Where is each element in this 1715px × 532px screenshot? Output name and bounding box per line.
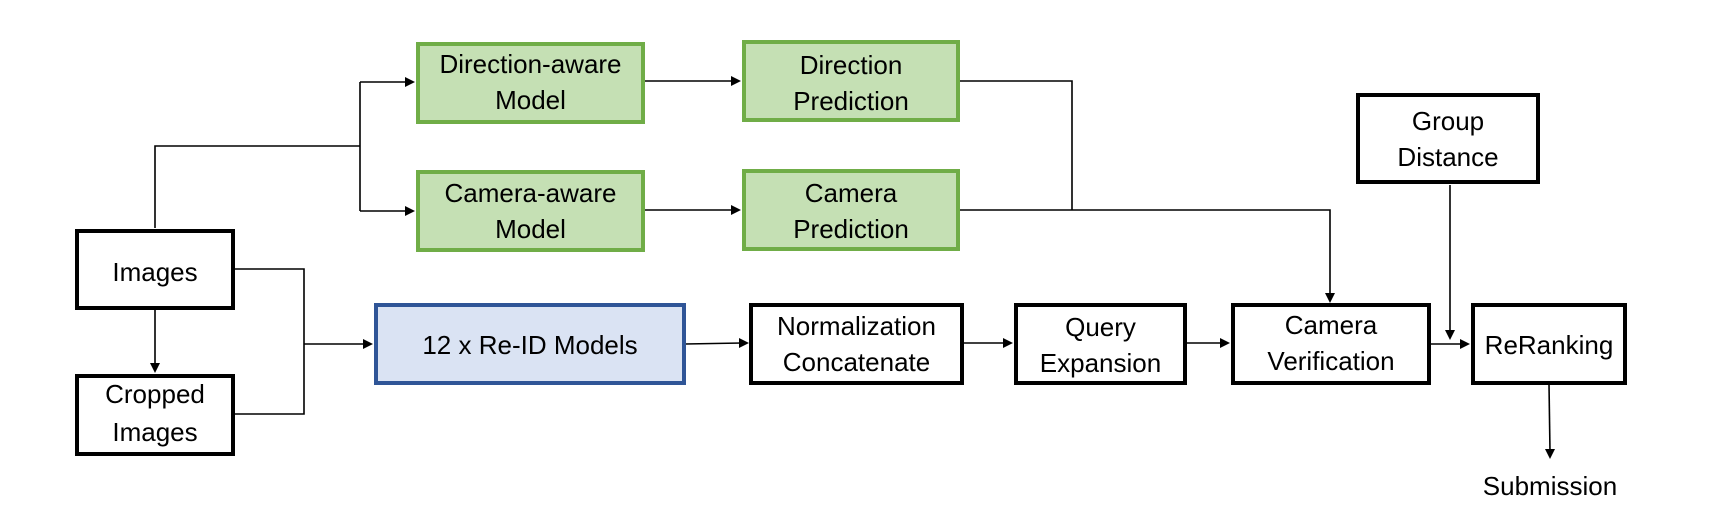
cropped-images-box (75, 374, 235, 456)
camera-verification-line-2: Verification (1267, 346, 1394, 376)
arrowhead-normalization (739, 338, 749, 348)
query-expansion-line-1: Query (1065, 312, 1136, 342)
camera-verification-box (1231, 303, 1431, 385)
normalization-line-1: Normalization (777, 311, 936, 341)
node-reid-models: 12 x Re-ID Models (374, 303, 686, 385)
images-box (75, 229, 235, 310)
images-label: Images (112, 257, 197, 287)
edge-direction-prediction-to-merge (958, 80, 1073, 210)
camera-aware-model-line-1: Camera-aware (445, 178, 617, 208)
camera-prediction-box (742, 169, 960, 251)
diagram-edges (150, 76, 1555, 459)
cropped-images-line-1: Cropped (105, 379, 205, 409)
arrowhead-direction-model (405, 77, 415, 87)
camera-aware-model-line-2: Model (495, 214, 566, 244)
arrowhead-submission (1545, 449, 1555, 459)
reid-models-label: 12 x Re-ID Models (422, 330, 637, 360)
node-camera-prediction: Camera Prediction (742, 169, 960, 251)
direction-aware-model-box (416, 42, 645, 124)
node-normalization-concatenate: Normalization Concatenate (749, 303, 964, 385)
node-query-expansion: Query Expansion (1014, 303, 1187, 385)
cropped-images-line-2: Images (112, 417, 197, 447)
camera-prediction-line-2: Prediction (793, 214, 909, 244)
direction-aware-model-line-2: Model (495, 85, 566, 115)
arrowhead-camera-prediction (731, 205, 741, 215)
node-cropped-images: Cropped Images (75, 374, 235, 456)
arrowhead-group-distance (1445, 330, 1455, 340)
camera-verification-line-1: Camera (1285, 310, 1378, 340)
node-group-distance: Group Distance (1356, 93, 1540, 184)
group-distance-box (1356, 93, 1540, 184)
node-camera-aware-model: Camera-aware Model (416, 170, 645, 252)
arrowhead-verification-from-query (1220, 338, 1230, 348)
arrowhead-direction-prediction (731, 76, 741, 86)
edge-images-to-aware-models (154, 82, 361, 228)
direction-prediction-line-2: Prediction (793, 86, 909, 116)
query-expansion-line-2: Expansion (1040, 348, 1161, 378)
node-reranking: ReRanking (1471, 303, 1627, 385)
submission-label: Submission (1483, 471, 1617, 501)
node-images: Images (75, 229, 235, 310)
direction-prediction-box (742, 40, 960, 122)
arrowhead-query-expansion (1003, 338, 1013, 348)
arrowhead-cropped-images (150, 363, 160, 373)
normalization-box (749, 303, 964, 385)
query-expansion-box (1014, 303, 1187, 385)
group-distance-line-2: Distance (1397, 142, 1498, 172)
edge-camera-prediction-to-verification (958, 209, 1331, 296)
direction-prediction-line-1: Direction (800, 50, 903, 80)
reranking-label: ReRanking (1485, 330, 1614, 360)
normalization-line-2: Concatenate (783, 347, 930, 377)
arrowhead-reid (363, 339, 373, 349)
arrowhead-reranking (1460, 339, 1470, 349)
arrowhead-camera-model (405, 206, 415, 216)
reranking-box (1471, 303, 1627, 385)
reid-models-box (374, 303, 686, 385)
node-camera-verification: Camera Verification (1231, 303, 1431, 385)
edge-images-to-reid (235, 268, 305, 415)
edge-reranking-to-submission (1548, 383, 1551, 453)
node-direction-aware-model: Direction-aware Model (416, 42, 645, 124)
camera-aware-model-box (416, 170, 645, 252)
direction-aware-model-line-1: Direction-aware (439, 49, 621, 79)
arrowhead-camera-verification (1325, 293, 1335, 303)
node-direction-prediction: Direction Prediction (742, 40, 960, 122)
group-distance-line-1: Group (1412, 106, 1484, 136)
camera-prediction-line-1: Camera (805, 178, 898, 208)
edge-reid-to-normalization (684, 342, 743, 345)
